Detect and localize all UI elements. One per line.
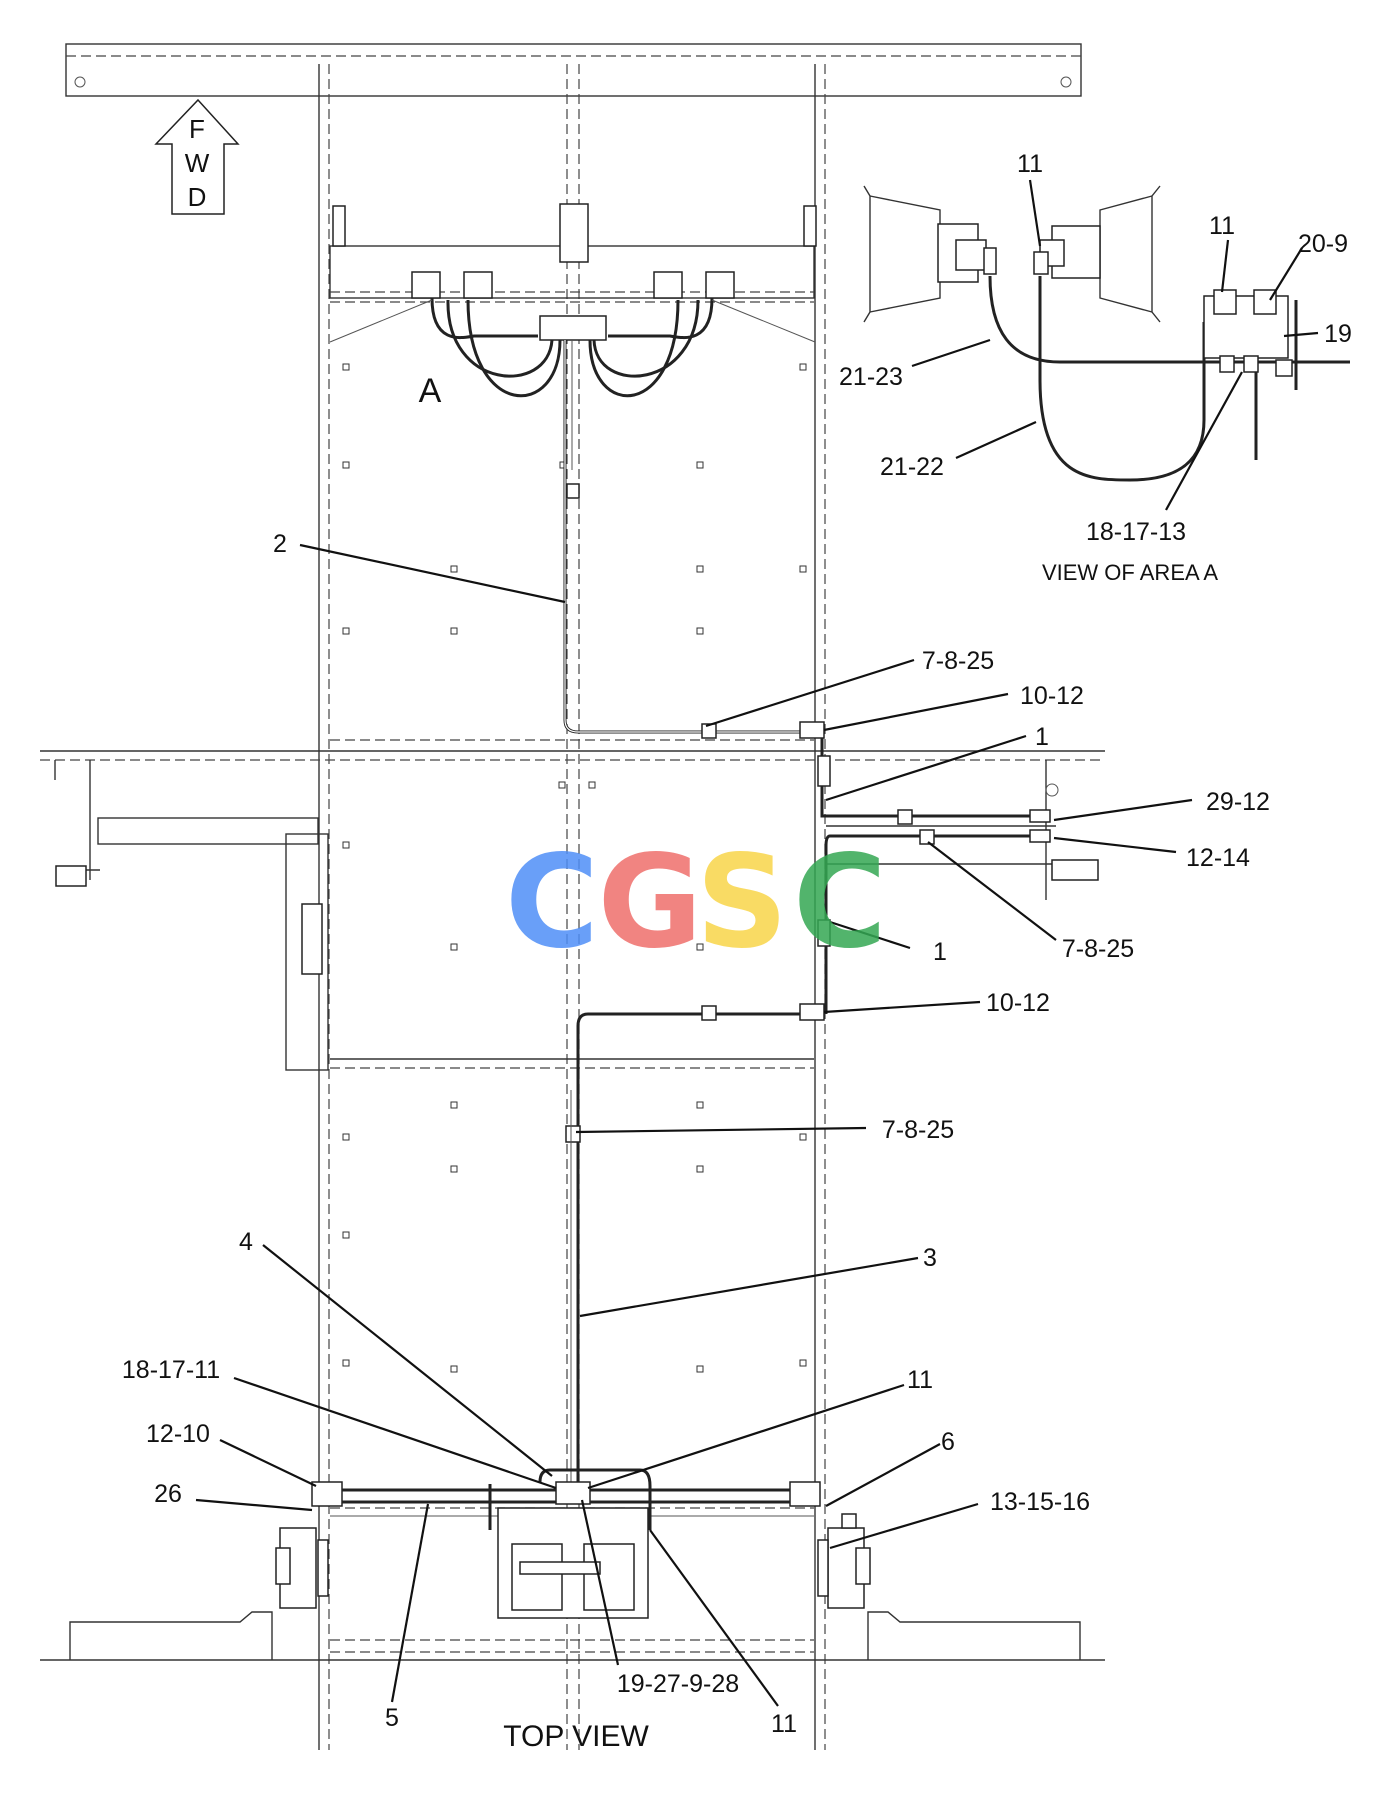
- area-a-detail-inset: [863, 185, 1350, 482]
- callout-label: 26: [154, 1480, 182, 1508]
- callout-label: 10-12: [1020, 682, 1084, 710]
- area-a-view-title: VIEW OF AREA A: [1042, 560, 1218, 585]
- area-a-marker: A: [419, 372, 442, 410]
- callout-label: 12-10: [146, 1420, 210, 1448]
- callout-leaders: [195, 179, 1319, 1707]
- forward-direction-arrow: F W D: [154, 98, 240, 215]
- callout-label: 11: [907, 1366, 933, 1394]
- callout-label: 20-9: [1298, 230, 1348, 258]
- area-a-hose-assembly: [329, 271, 816, 398]
- watermark-letter-c1: C: [505, 828, 599, 977]
- callout-label: 6: [941, 1428, 955, 1456]
- callout-label: 11: [1017, 150, 1043, 178]
- watermark-letter-c2: C: [793, 828, 887, 977]
- tube-runs: [311, 340, 1051, 1530]
- callout-label: 1: [933, 938, 947, 966]
- callout-label: 2: [273, 530, 287, 558]
- fwd-letter-d: D: [188, 182, 207, 212]
- callout-label: 7-8-25: [882, 1116, 954, 1144]
- callout-label: 13-15-16: [990, 1488, 1090, 1516]
- callout-labels: A VIEW OF AREA A TOP VIEW 11 11 20-9 19 …: [122, 150, 1352, 1753]
- callout-label: 5: [385, 1704, 399, 1732]
- fwd-letter-f: F: [189, 114, 205, 144]
- callout-label: 1: [1035, 723, 1049, 751]
- callout-label: 18-17-13: [1086, 518, 1186, 546]
- callout-label: 3: [923, 1244, 937, 1272]
- bolt-pattern: [342, 363, 807, 1373]
- callout-label: 21-22: [880, 453, 944, 481]
- callout-label: 10-12: [986, 989, 1050, 1017]
- callout-label: 29-12: [1206, 788, 1270, 816]
- callout-label: 7-8-25: [1062, 935, 1134, 963]
- watermark-logo: C G S C: [505, 828, 887, 977]
- watermark-letter-g: G: [597, 828, 702, 977]
- top-view-title: TOP VIEW: [503, 1720, 649, 1753]
- machine-frame: [40, 43, 1105, 1750]
- callout-label: 21-23: [839, 363, 903, 391]
- callout-label: 4: [239, 1228, 253, 1256]
- callout-label: 11: [771, 1710, 797, 1738]
- callout-label: 19: [1324, 320, 1352, 348]
- bottom-components: [275, 1507, 871, 1619]
- watermark-letter-s: S: [696, 828, 788, 977]
- callout-label: 11: [1209, 212, 1235, 240]
- callout-label: 19-27-9-28: [617, 1670, 739, 1698]
- fwd-letter-w: W: [185, 148, 210, 178]
- callout-label: 7-8-25: [922, 647, 994, 675]
- callout-label: 12-14: [1186, 844, 1250, 872]
- callout-label: 18-17-11: [122, 1356, 220, 1384]
